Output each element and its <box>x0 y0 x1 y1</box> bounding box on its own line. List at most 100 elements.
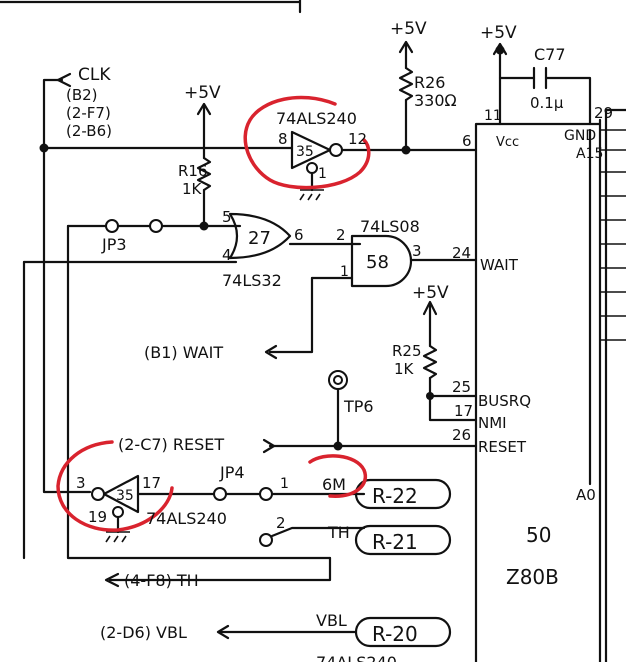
top-border <box>0 0 302 14</box>
reset-input-label: (2-C7) RESET <box>118 435 224 454</box>
chip-number: 50 <box>526 523 551 547</box>
jp3-left-bus <box>66 224 332 560</box>
reset-arrow-icon <box>262 438 276 454</box>
jp4-pin-b <box>259 487 273 501</box>
tp6-label: TP6 <box>343 397 374 416</box>
vcc-label: +5V <box>412 283 449 303</box>
pin-number: 12 <box>348 130 367 148</box>
r26-value: 330Ω <box>414 91 457 110</box>
reset-junction <box>333 441 343 451</box>
pin-number: 1 <box>318 166 327 182</box>
clk-arrow-icon <box>56 72 72 88</box>
vcc-label: +5V <box>184 83 221 103</box>
vbl-input-label: (2-D6) VBL <box>100 623 187 642</box>
buffer-bottom-number: 35 <box>116 488 134 504</box>
connector-r22 <box>354 478 452 510</box>
pin-number: 6 <box>462 132 472 150</box>
r16-ref: R16 <box>178 162 208 180</box>
chip-name: Z80B <box>506 565 559 589</box>
r25-ref: R25 <box>392 342 422 360</box>
vcc-label: +5V <box>390 19 427 39</box>
buffer-top-number: 35 <box>296 144 314 160</box>
r25-value: 1K <box>394 360 415 378</box>
pin-number: 1 <box>280 476 289 492</box>
pin-name-wait: WAIT <box>480 256 519 274</box>
wait-arrow-icon <box>264 344 278 360</box>
th-signal-label: TH <box>327 523 350 542</box>
pin-number: 17 <box>454 402 473 420</box>
vcc-arrow-icon <box>398 40 414 54</box>
buffer-top-bubble <box>329 143 343 157</box>
c77-ref: C77 <box>534 45 566 64</box>
or-gate-part: 74LS32 <box>222 271 282 290</box>
jp3-label: JP3 <box>101 235 127 254</box>
c77-value: 0.1μ <box>530 94 564 112</box>
red-highlight-top <box>243 95 371 190</box>
connector-r21-label: R-21 <box>372 530 418 554</box>
z80-chip-body <box>474 118 602 662</box>
pin-number: 3 <box>76 474 86 492</box>
pin-number: 8 <box>278 130 288 148</box>
vbl-signal-label: VBL <box>316 611 347 630</box>
pin-number: 29 <box>594 104 613 122</box>
pin-name-a15: A15 <box>576 146 603 162</box>
r26-zigzag <box>398 66 414 102</box>
pin-number: 25 <box>452 378 471 396</box>
pin-number: 26 <box>452 426 471 444</box>
clk-label: CLK <box>78 65 111 85</box>
or-gate-body <box>228 212 292 260</box>
jp4-pin-a <box>213 487 227 501</box>
c77-leads <box>498 76 592 126</box>
jp4-label: JP4 <box>219 463 245 482</box>
r16-value: 1K <box>182 180 203 198</box>
vcc-arrow-icon <box>196 102 212 116</box>
vcc-arrow-icon <box>422 300 438 316</box>
connector-r21 <box>354 524 452 556</box>
jp3-pin-b <box>149 219 163 233</box>
right-chip-edge <box>604 108 626 662</box>
pin-number: 11 <box>484 108 502 124</box>
pin-number: 17 <box>142 474 161 492</box>
ground-icon <box>105 531 130 543</box>
pin-name-busrq: BUSRQ <box>478 392 531 410</box>
buffer-bottom-bubble <box>91 487 105 501</box>
clk-ref-b2: (B2) <box>66 86 98 104</box>
pin-number: 2 <box>336 226 346 244</box>
red-highlight-6m <box>308 454 368 498</box>
pin-number: 2 <box>276 514 286 532</box>
bottom-cut-part: 74ALS240 <box>316 653 397 662</box>
ground-icon <box>299 189 324 201</box>
buffer-top-part: 74ALS240 <box>276 109 357 128</box>
vcc-arrow-icon <box>492 42 508 56</box>
pin-number: 1 <box>340 264 349 280</box>
th-output-label: (4-F8) TH <box>124 571 199 590</box>
pin-number: 6 <box>294 226 304 244</box>
r25-zigzag <box>422 344 438 380</box>
clk-tap <box>42 78 64 150</box>
buffer-bottom-part: 74ALS240 <box>146 509 227 528</box>
wait-in-wire <box>268 276 314 354</box>
clk-ref-2f7: (2-F7) <box>66 104 111 122</box>
th-net <box>270 526 366 538</box>
jp3-pin-a <box>105 219 119 233</box>
right-pin-ticks <box>600 129 626 341</box>
connector-r22-label: R-22 <box>372 484 418 508</box>
r26-ref: R26 <box>414 73 445 92</box>
and-gate-body <box>350 234 413 288</box>
pin-name-a0: A0 <box>576 486 596 504</box>
pin-number: 5 <box>222 208 232 226</box>
c77-plates <box>532 66 548 90</box>
vbl-arrow-icon <box>216 624 230 640</box>
and-gate-part: 74LS08 <box>360 217 420 236</box>
6m-signal-label: 6M <box>322 475 346 494</box>
r16-zigzag <box>196 156 212 192</box>
buffer-bottom-enable-bubble <box>112 506 124 518</box>
clk-ref-2b6: (2-B6) <box>66 122 112 140</box>
buffer-top-enable-bubble <box>306 162 318 174</box>
pin-number: 4 <box>222 246 232 264</box>
pin-name-vcc: Vcc <box>496 135 519 150</box>
pin-number: 3 <box>412 242 422 260</box>
wait-input-label: (B1) WAIT <box>144 343 223 362</box>
th-out-wire <box>108 556 332 582</box>
red-highlight-bottom <box>56 440 174 532</box>
